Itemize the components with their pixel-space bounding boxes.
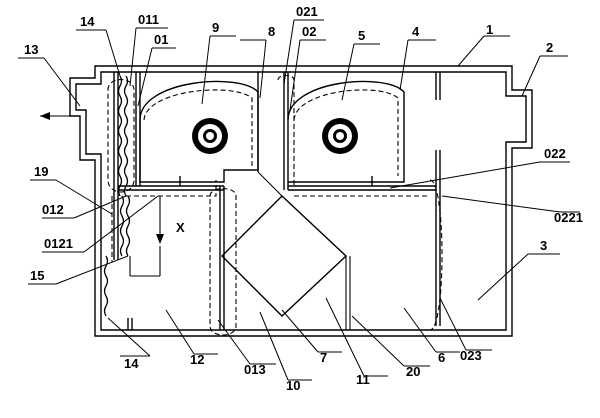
label-1: 1	[486, 22, 493, 37]
outlet-duct	[40, 112, 70, 120]
housing-outer-wall	[69, 65, 533, 337]
label-023: 023	[460, 348, 482, 363]
fan-left-9	[139, 80, 259, 183]
horizontal-partition-left	[118, 176, 224, 197]
label-12: 12	[190, 352, 204, 367]
left-filter-partition	[107, 72, 141, 197]
label-6: 6	[438, 350, 445, 365]
label-13: 13	[24, 42, 38, 57]
label-0121: 0121	[44, 236, 73, 251]
label-012: 012	[42, 202, 64, 217]
label-8: 8	[268, 24, 275, 39]
label-11: 11	[356, 372, 370, 387]
partition-8	[257, 72, 295, 190]
fan-right-5	[287, 80, 405, 183]
x-direction-arrow	[129, 196, 164, 277]
label-14-bottom: 14	[124, 356, 139, 371]
label-15: 15	[30, 268, 44, 283]
label-group: 1 2 3 4 5 6 7 8 9 10 11 12 13 14 14 15 1…	[24, 4, 583, 393]
label-021: 021	[296, 4, 318, 19]
left-lower-filter	[103, 190, 131, 317]
label-5: 5	[358, 28, 365, 43]
label-3: 3	[540, 238, 547, 253]
partition-013	[209, 186, 237, 336]
label-20: 20	[406, 364, 420, 379]
label-022: 022	[544, 146, 566, 161]
label-9: 9	[212, 20, 219, 35]
label-0221: 0221	[554, 210, 583, 225]
label-19: 19	[34, 164, 48, 179]
label-02: 02	[302, 24, 316, 39]
label-2: 2	[546, 40, 553, 55]
horizontal-partition-right	[288, 176, 443, 331]
label-013: 013	[244, 362, 266, 377]
heat-exchanger-7	[221, 171, 351, 330]
label-4: 4	[412, 24, 420, 39]
label-01: 01	[154, 32, 168, 47]
label-14-top: 14	[80, 14, 95, 29]
leader-lines	[18, 19, 580, 381]
label-10: 10	[286, 378, 300, 393]
label-7: 7	[320, 350, 327, 365]
label-x-axis: X	[176, 220, 185, 235]
label-011: 011	[138, 12, 159, 27]
